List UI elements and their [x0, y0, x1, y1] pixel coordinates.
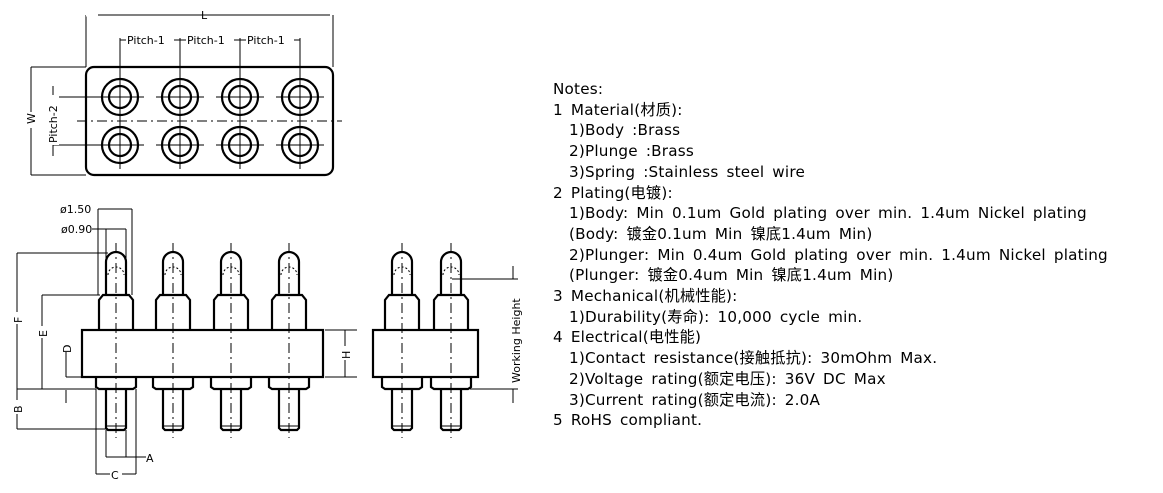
note-line: 2)Plunge :Brass: [569, 142, 694, 161]
housing-side: [371, 328, 480, 379]
housing-front: [80, 328, 325, 379]
note-line: 2 Plating(电镀):: [553, 183, 673, 202]
dim-label-L: L: [201, 9, 208, 22]
barrel: [383, 293, 421, 330]
notes-block: Notes: 1 Material(材质): 1)Body :Brass 2)Plun…: [553, 79, 1108, 431]
note-line: 5 RoHS compliant.: [553, 411, 703, 430]
note-line: (Plunger: 镀金0.4um Min 镍底1.4um Min): [569, 266, 894, 285]
note-line: 2)Voltage rating(额定电压): 36V DC Max: [569, 369, 886, 388]
dim-label-D: D: [61, 345, 74, 353]
label-bg: [246, 33, 294, 46]
note-line: 3)Spring :Stainless steel wire: [569, 162, 806, 181]
note-line: 1 Material(材质):: [553, 100, 683, 119]
barrel: [97, 293, 135, 330]
dim-label-d150: ø1.50: [60, 203, 91, 216]
note-line: 3)Current rating(额定电流): 2.0A: [569, 390, 821, 409]
dim-label-W: W: [25, 113, 38, 124]
note-line: 1)Body :Brass: [569, 121, 681, 140]
dim-label-A: A: [146, 452, 154, 465]
note-line: Notes:: [553, 80, 604, 98]
dim-label-C: C: [111, 469, 119, 482]
dim-label-working-height: Working Height: [510, 298, 523, 383]
barrel: [270, 293, 308, 330]
dim-label-H: H: [340, 351, 353, 359]
note-line: 4 Electrical(电性能): [553, 328, 702, 347]
note-line: 2)Plunger: Min 0.4um Gold plating over m…: [569, 245, 1108, 264]
dim-label-pitch1: Pitch-1: [247, 34, 285, 47]
dim-label-d090: ø0.90: [61, 223, 92, 236]
dim-label-E: E: [37, 330, 50, 337]
barrel: [212, 293, 250, 330]
dim-label-pitch1: Pitch-1: [187, 34, 225, 47]
note-line: (Body: 镀金0.1um Min 镍底1.4um Min): [569, 224, 873, 243]
note-line: 1)Durability(寿命): 10,000 cycle min.: [569, 307, 863, 326]
barrel: [432, 293, 470, 330]
front-view: F B E D ø1.50 ø0.90 A C H Working Height: [11, 203, 523, 482]
dim-label-B: B: [12, 405, 25, 413]
dim-label-pitch1: Pitch-1: [127, 34, 165, 47]
dim-label-F: F: [12, 317, 25, 323]
label-bg: [126, 33, 174, 46]
note-line: 1)Body: Min 0.1um Gold plating over min.…: [569, 204, 1087, 223]
note-line: 3 Mechanical(机械性能):: [553, 287, 738, 306]
dim-label-pitch2: Pitch-2: [47, 105, 60, 143]
note-line: 1)Contact resistance(接触抵抗): 30mOhm Max.: [569, 349, 938, 368]
technical-drawing: L Pitch-1 Pitch-1 Pitch-1 W Pitch-2 F B E …: [11, 9, 523, 482]
label-bg: [186, 33, 234, 46]
barrel: [154, 293, 192, 330]
top-view: L Pitch-1 Pitch-1 Pitch-1 W Pitch-2: [25, 9, 342, 177]
